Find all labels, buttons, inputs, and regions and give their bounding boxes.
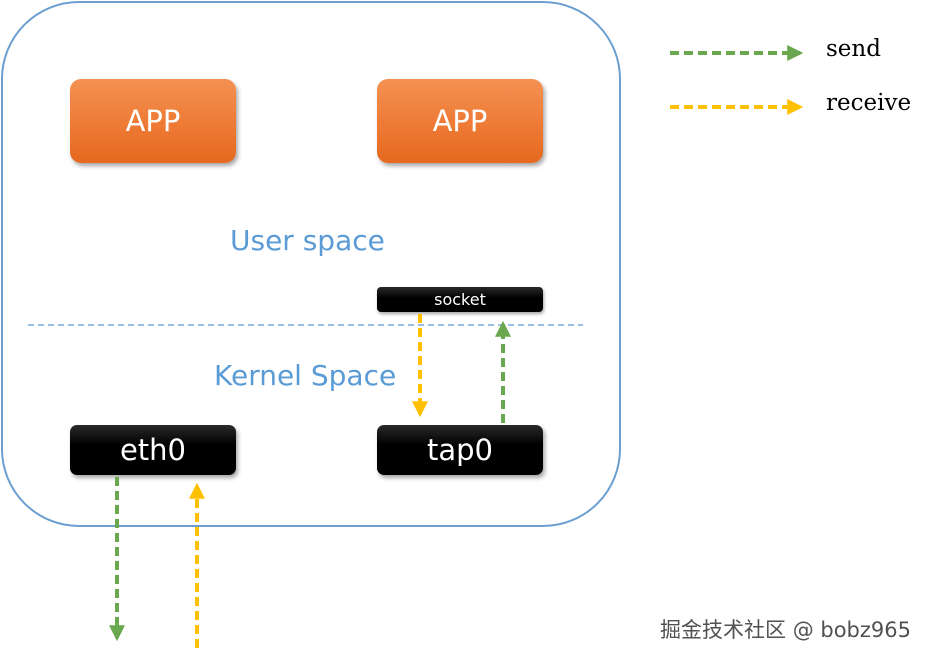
legend-send-label: send: [826, 36, 881, 62]
legend-receive-label: receive: [826, 90, 912, 116]
app-box-left: APP: [70, 79, 236, 163]
app-box-right: APP: [377, 79, 543, 163]
app-box-right-label: APP: [432, 104, 488, 138]
kernel-space-label: Kernel Space: [214, 359, 397, 392]
tap0-box-label: tap0: [426, 433, 493, 467]
tap0-box: tap0: [377, 425, 543, 475]
socket-box-label: socket: [434, 290, 486, 309]
app-box-left-label: APP: [125, 104, 181, 138]
watermark: 掘金技术社区 @ bobz965: [660, 618, 911, 642]
host-boundary: [1, 1, 621, 527]
user-space-label: User space: [230, 224, 385, 257]
eth0-box-label: eth0: [119, 433, 187, 467]
eth0-box: eth0: [70, 425, 236, 475]
socket-box: socket: [377, 287, 543, 312]
